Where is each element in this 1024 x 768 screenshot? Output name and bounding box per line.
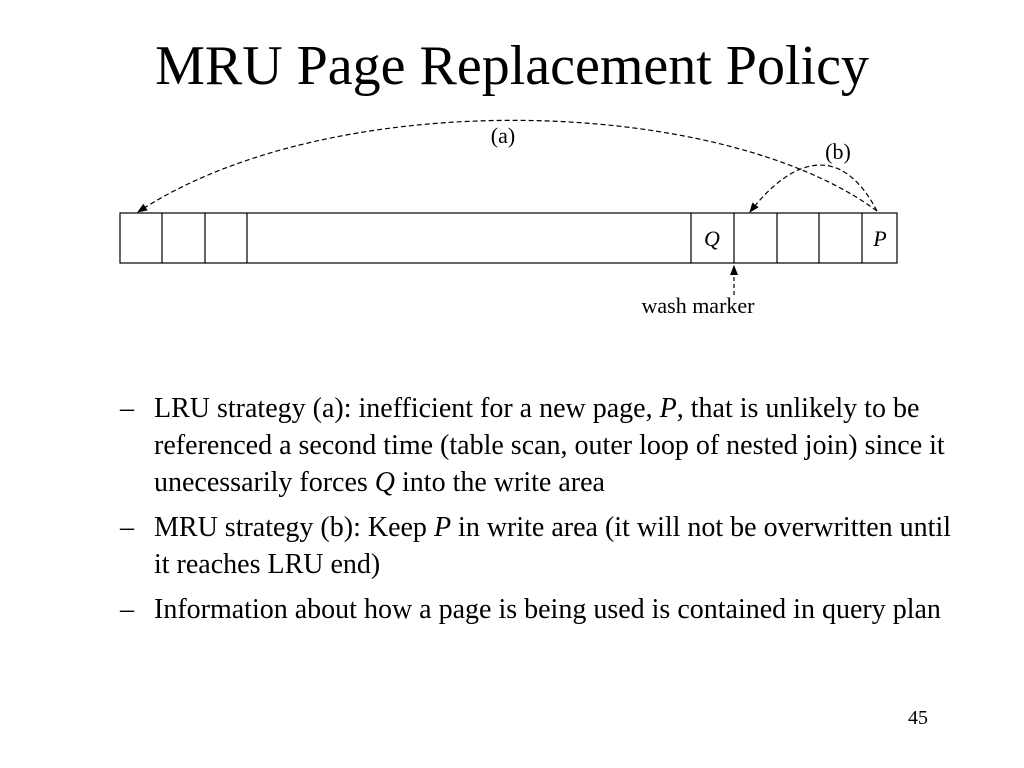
slide-title: MRU Page Replacement Policy [155, 35, 869, 97]
bullet-dash: – [120, 393, 134, 424]
wash-marker-label: wash marker [641, 293, 755, 318]
bullet-emphasis: P [659, 393, 677, 424]
bullet-list: – LRU strategy (a): inefficient for a ne… [112, 390, 972, 636]
bullet-emphasis: Q [374, 467, 396, 498]
bullet-text: LRU strategy (a): inefficient for a new … [154, 393, 660, 424]
bullet-text: , that is unlikely to be referenced a se… [154, 393, 945, 498]
bullet-dash: – [120, 594, 134, 625]
bullet-item: – MRU strategy (b): Keep P in write area… [112, 509, 972, 583]
arc-b-arrow [749, 164, 878, 213]
buffer-strip [119, 212, 898, 264]
arc-b-label: (b) [825, 139, 851, 164]
arc-a-label: (a) [491, 123, 515, 148]
slot-p-label: P [872, 226, 886, 251]
bullet-text: Information about how a page is being us… [154, 594, 941, 625]
bullet-dash: – [120, 512, 134, 543]
bullet-item: – LRU strategy (a): inefficient for a ne… [112, 390, 972, 501]
page-number: 45 [908, 707, 928, 729]
slot-q-label: Q [704, 226, 720, 251]
bullet-emphasis: P [433, 512, 452, 543]
bullet-item: – Information about how a page is being … [112, 591, 972, 628]
arc-a-arrow [137, 119, 878, 213]
bullet-text: in write area (it will not be overwritte… [154, 512, 952, 580]
bullet-text: into the write area [395, 467, 605, 498]
buffer-diagram: Q P (a) (b) wash marker [119, 119, 898, 318]
bullet-text: MRU strategy (b): Keep [154, 512, 434, 543]
